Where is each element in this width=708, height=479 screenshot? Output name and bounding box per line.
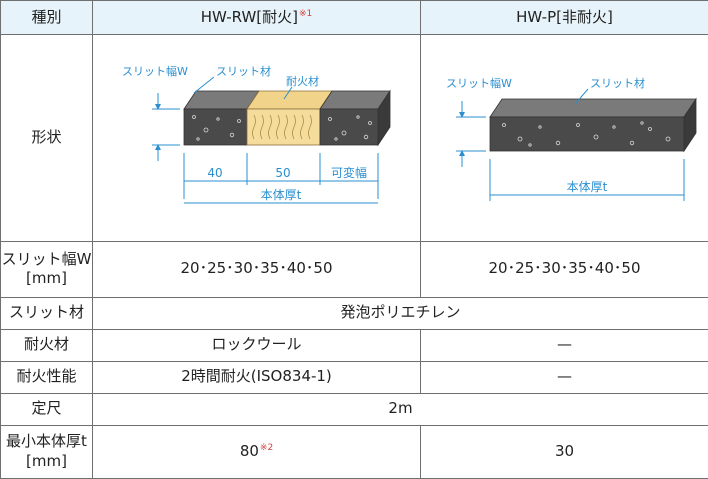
- header-hw-p: HW-P[非耐火]: [421, 1, 708, 35]
- fire-material-row: 耐火材 ロックウール —: [1, 329, 708, 361]
- fire-performance-rw: 2時間耐火(ISO834-1): [93, 361, 421, 393]
- note-1-mark: ※1: [299, 9, 312, 19]
- slit-material-label-cell: スリット材: [1, 297, 93, 329]
- rw-diagram: スリット幅W スリット材 耐火材 40 50 可変幅 本体厚t: [94, 35, 420, 235]
- rw-dim-40: 40: [207, 166, 222, 180]
- rw-figure-cell: スリット幅W スリット材 耐火材 40 50 可変幅 本体厚t: [93, 35, 421, 242]
- min-thickness-rw-cell: 80※2: [93, 425, 421, 478]
- length-row: 定尺 2m: [1, 393, 708, 425]
- p-thickness-label: 本体厚t: [566, 180, 607, 194]
- slit-width-row: スリット幅W [mm] 20･25･30･35･40･50 20･25･30･3…: [1, 241, 708, 297]
- fire-material-label-cell: 耐火材: [1, 329, 93, 361]
- slit-width-p: 20･25･30･35･40･50: [421, 241, 708, 297]
- fire-performance-p: —: [421, 361, 708, 393]
- rw-slit-width-dim: [152, 93, 180, 161]
- rw-left-block: [184, 109, 247, 145]
- fire-material-rw: ロックウール: [93, 329, 421, 361]
- min-thickness-label-cell: 最小本体厚t [mm]: [1, 425, 93, 478]
- note-2-mark: ※2: [260, 443, 273, 453]
- p-slit-material-label: スリット材: [590, 76, 645, 90]
- header-row: 種別 HW-RW[耐火]※1 HW-P[非耐火]: [1, 1, 708, 35]
- min-thickness-row: 最小本体厚t [mm] 80※2 30: [1, 425, 708, 478]
- fire-performance-row: 耐火性能 2時間耐火(ISO834-1) —: [1, 361, 708, 393]
- header-hw-rw-label: HW-RW[耐火]: [201, 8, 298, 26]
- shape-label: 形状: [31, 128, 61, 146]
- rw-wool-top: [247, 91, 332, 109]
- min-thickness-unit: [mm]: [1, 452, 92, 472]
- slit-width-label-cell: スリット幅W [mm]: [1, 241, 93, 297]
- header-kind: 種別: [1, 1, 93, 35]
- p-block-top: [490, 99, 696, 117]
- min-thickness-label: 最小本体厚t: [1, 432, 92, 452]
- header-hw-rw: HW-RW[耐火]※1: [93, 1, 421, 35]
- fire-performance-label: 耐火性能: [16, 367, 76, 385]
- length-label-cell: 定尺: [1, 393, 93, 425]
- p-diagram: スリット幅W スリット材 本体厚t: [422, 35, 708, 235]
- fire-material-label: 耐火材: [24, 335, 69, 353]
- rw-dim-variable: 可変幅: [330, 165, 366, 180]
- header-kind-label: 種別: [31, 8, 61, 26]
- slit-width-label: スリット幅W: [1, 250, 92, 270]
- rw-dim-50: 50: [275, 166, 290, 180]
- min-thickness-p: 30: [421, 425, 708, 478]
- p-figure-cell: スリット幅W スリット材 本体厚t: [421, 35, 708, 242]
- length-value: 2m: [93, 393, 708, 425]
- slit-material-value: 発泡ポリエチレン: [93, 297, 708, 329]
- rw-thickness-label: 本体厚t: [260, 188, 301, 202]
- rw-left-block-top: [184, 91, 259, 109]
- p-slit-width-label: スリット幅W: [446, 77, 512, 90]
- slit-width-unit: [mm]: [1, 269, 92, 289]
- min-thickness-rw: 80: [240, 442, 259, 460]
- rw-right-block: [320, 109, 378, 145]
- slit-width-rw: 20･25･30･35･40･50: [93, 241, 421, 297]
- p-block: [490, 117, 684, 151]
- fire-performance-label-cell: 耐火性能: [1, 361, 93, 393]
- shape-label-cell: 形状: [1, 35, 93, 242]
- rw-slit-material-label: スリット材: [216, 64, 271, 78]
- slit-material-row: スリット材 発泡ポリエチレン: [1, 297, 708, 329]
- fire-material-p: —: [421, 329, 708, 361]
- header-hw-p-label: HW-P[非耐火]: [516, 8, 613, 26]
- rw-wool-block: [247, 109, 320, 145]
- shape-row: 形状: [1, 35, 708, 242]
- length-label: 定尺: [31, 399, 61, 417]
- slit-material-label: スリット材: [9, 303, 84, 321]
- rw-slit-width-label: スリット幅W: [122, 65, 188, 78]
- p-slit-width-dim: [456, 101, 486, 167]
- rw-fire-material-label: 耐火材: [286, 74, 319, 88]
